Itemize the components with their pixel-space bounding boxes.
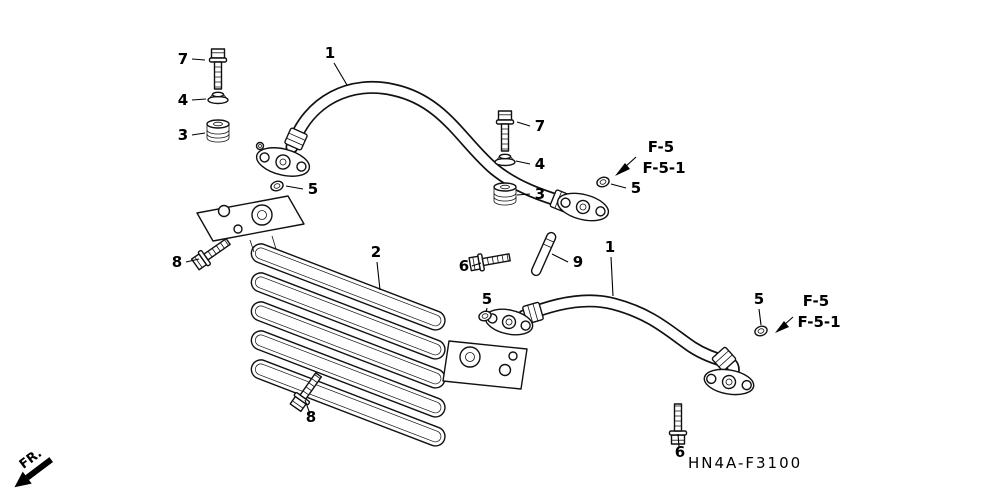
callout-cooler: 2 bbox=[371, 243, 381, 261]
hose-path-inner bbox=[287, 82, 571, 208]
flange-bolt-7-mid bbox=[495, 110, 515, 152]
callout-bolt7-left: 7 bbox=[178, 50, 188, 68]
bracket-hole bbox=[498, 363, 512, 377]
callout-washer-mid: 4 bbox=[535, 155, 545, 173]
oring-5-lower-right bbox=[752, 324, 770, 338]
grommet-3-mid bbox=[493, 182, 517, 206]
callout-washer-left: 4 bbox=[178, 91, 188, 109]
grommet-3-left bbox=[206, 119, 230, 143]
ref-arrow-right-icon bbox=[775, 321, 789, 333]
leader-line bbox=[191, 132, 206, 136]
fr-direction: FR. bbox=[14, 446, 53, 488]
callout-hose-top: 1 bbox=[325, 44, 335, 62]
hose-flange bbox=[255, 147, 311, 177]
cooler-tube bbox=[250, 272, 446, 360]
leader-line bbox=[376, 261, 381, 291]
leader-line bbox=[610, 256, 614, 297]
hose-port bbox=[459, 346, 481, 368]
leader-lines bbox=[185, 58, 762, 448]
callout-pipe: 9 bbox=[573, 253, 583, 271]
leader-line bbox=[758, 308, 762, 326]
hose-flange bbox=[556, 192, 610, 222]
callout-bolt6-mid: 6 bbox=[459, 257, 469, 275]
bracket-hole bbox=[508, 351, 518, 361]
ref-block-top: F-5 F-5-1 bbox=[615, 138, 686, 177]
leader-line bbox=[515, 160, 531, 165]
leader-line bbox=[471, 262, 482, 267]
leader-line bbox=[677, 433, 680, 448]
bracket-hole bbox=[217, 204, 231, 218]
hose-port bbox=[251, 204, 273, 226]
washer-4-left bbox=[207, 91, 229, 105]
leader-line bbox=[485, 307, 488, 313]
ref-arrow-top-icon bbox=[615, 163, 630, 176]
callout-bolt6-right: 6 bbox=[675, 443, 685, 461]
callout-oring-mid: 5 bbox=[631, 179, 641, 197]
hose-flange bbox=[703, 368, 755, 396]
callout-bolt8-upper: 8 bbox=[172, 253, 182, 271]
flange-stud bbox=[255, 141, 265, 151]
leader-line bbox=[516, 121, 531, 127]
flange-bolt-7-left bbox=[208, 48, 228, 90]
washer-4-mid bbox=[494, 153, 516, 167]
cooler-tube bbox=[250, 243, 446, 331]
bracket-hole bbox=[233, 224, 243, 234]
leader-line bbox=[610, 183, 627, 189]
oring-5-left bbox=[268, 179, 286, 193]
ref-block-right: F-5 F-5-1 bbox=[775, 292, 841, 333]
leader-line bbox=[304, 399, 311, 415]
joint-pipe bbox=[530, 231, 557, 277]
bracket-arm bbox=[249, 235, 277, 253]
leader-line bbox=[191, 98, 207, 101]
callout-hose-right: 1 bbox=[605, 238, 615, 256]
oil-cooler-core bbox=[196, 195, 528, 447]
cooler-bracket-lower bbox=[442, 340, 528, 390]
flange-stud-center bbox=[258, 144, 262, 148]
leader-line bbox=[516, 193, 531, 196]
cooler-tube bbox=[250, 330, 446, 418]
leader-line bbox=[333, 62, 348, 86]
cooler-tube bbox=[250, 359, 446, 447]
ref-label-f5-top: F-5 bbox=[648, 138, 674, 156]
callout-oring-lower-left: 5 bbox=[482, 290, 492, 308]
ref-label-f51-right: F-5-1 bbox=[797, 313, 840, 331]
leader-line bbox=[551, 253, 569, 263]
ref-label-f51-top: F-5-1 bbox=[642, 159, 685, 177]
diagram-code: HN4A-F3100 bbox=[688, 454, 802, 472]
callout-grommet-left: 3 bbox=[178, 126, 188, 144]
ref-label-f5-right: F-5 bbox=[803, 292, 829, 310]
callout-bolt8-lower: 8 bbox=[306, 408, 316, 426]
callout-oring-lower-right: 5 bbox=[754, 290, 764, 308]
callout-grommet-mid: 3 bbox=[535, 185, 545, 203]
leader-line bbox=[285, 185, 304, 190]
leader-line bbox=[191, 58, 206, 61]
oring-5-mid bbox=[594, 175, 612, 189]
bolt-6-mid bbox=[468, 248, 512, 274]
callout-bolt7-mid: 7 bbox=[535, 117, 545, 135]
cooler-bracket-upper bbox=[196, 195, 305, 242]
callout-numbers: 1 7 4 3 5 8 2 7 4 3 5 6 9 1 5 5 8 6 bbox=[172, 44, 764, 461]
oil-hose-top bbox=[255, 80, 610, 222]
callout-oring-left: 5 bbox=[308, 180, 318, 198]
fr-arrow-icon bbox=[14, 471, 32, 488]
leader-line bbox=[185, 258, 200, 263]
fr-arrow-shaft bbox=[25, 457, 53, 481]
